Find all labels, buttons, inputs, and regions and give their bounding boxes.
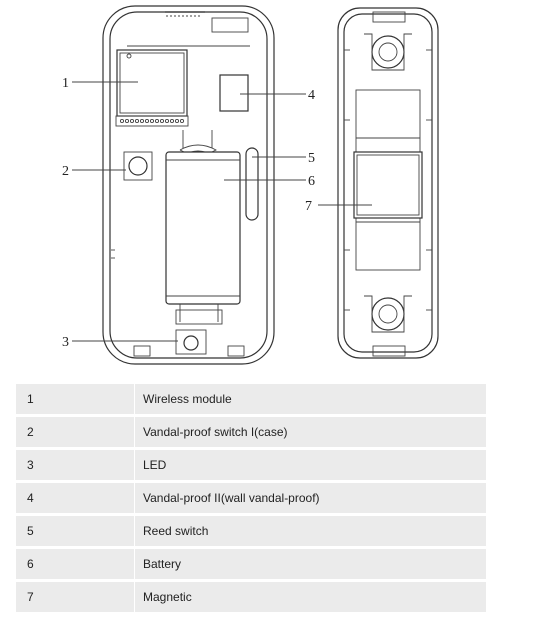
callout-5: 5	[308, 151, 315, 166]
battery	[165, 151, 241, 305]
table-row: 4 Vandal-proof II(wall vandal-proof)	[16, 483, 486, 513]
part-number: 4	[16, 483, 134, 513]
table-row: 6 Battery	[16, 549, 486, 579]
table-row: 7 Magnetic	[16, 582, 486, 612]
leader-lines	[72, 81, 372, 342]
part-description: Reed switch	[135, 516, 486, 546]
part-number: 3	[16, 450, 134, 480]
callout-7: 7	[305, 199, 312, 214]
device-diagram: 1 2 3 4 5 6 7	[62, 5, 439, 365]
table-row: 3 LED	[16, 450, 486, 480]
magnet	[353, 151, 423, 219]
part-description: LED	[135, 450, 486, 480]
callout-4: 4	[308, 88, 315, 103]
callout-2: 2	[62, 164, 69, 179]
wireless-module	[115, 49, 189, 127]
table-row: 5 Reed switch	[16, 516, 486, 546]
part-description: Magnetic	[135, 582, 486, 612]
device-interior-view	[102, 5, 275, 365]
part-number: 5	[16, 516, 134, 546]
callout-1: 1	[62, 76, 69, 91]
reed-switch	[245, 147, 259, 221]
part-number: 7	[16, 582, 134, 612]
part-description: Wireless module	[135, 384, 486, 414]
part-number: 1	[16, 384, 134, 414]
callout-6: 6	[308, 174, 315, 189]
callout-3: 3	[62, 335, 69, 350]
table-row: 2 Vandal-proof switch I(case)	[16, 417, 486, 447]
vandal-proof-switch-1	[123, 151, 153, 181]
led	[175, 329, 207, 355]
parts-table: 1 Wireless module 2 Vandal-proof switch …	[16, 381, 486, 615]
part-number: 2	[16, 417, 134, 447]
part-number: 6	[16, 549, 134, 579]
part-description: Battery	[135, 549, 486, 579]
part-description: Vandal-proof II(wall vandal-proof)	[135, 483, 486, 513]
back-cover-view	[337, 7, 439, 359]
table-row: 1 Wireless module	[16, 384, 486, 414]
vandal-proof-switch-2	[219, 74, 249, 112]
part-description: Vandal-proof switch I(case)	[135, 417, 486, 447]
